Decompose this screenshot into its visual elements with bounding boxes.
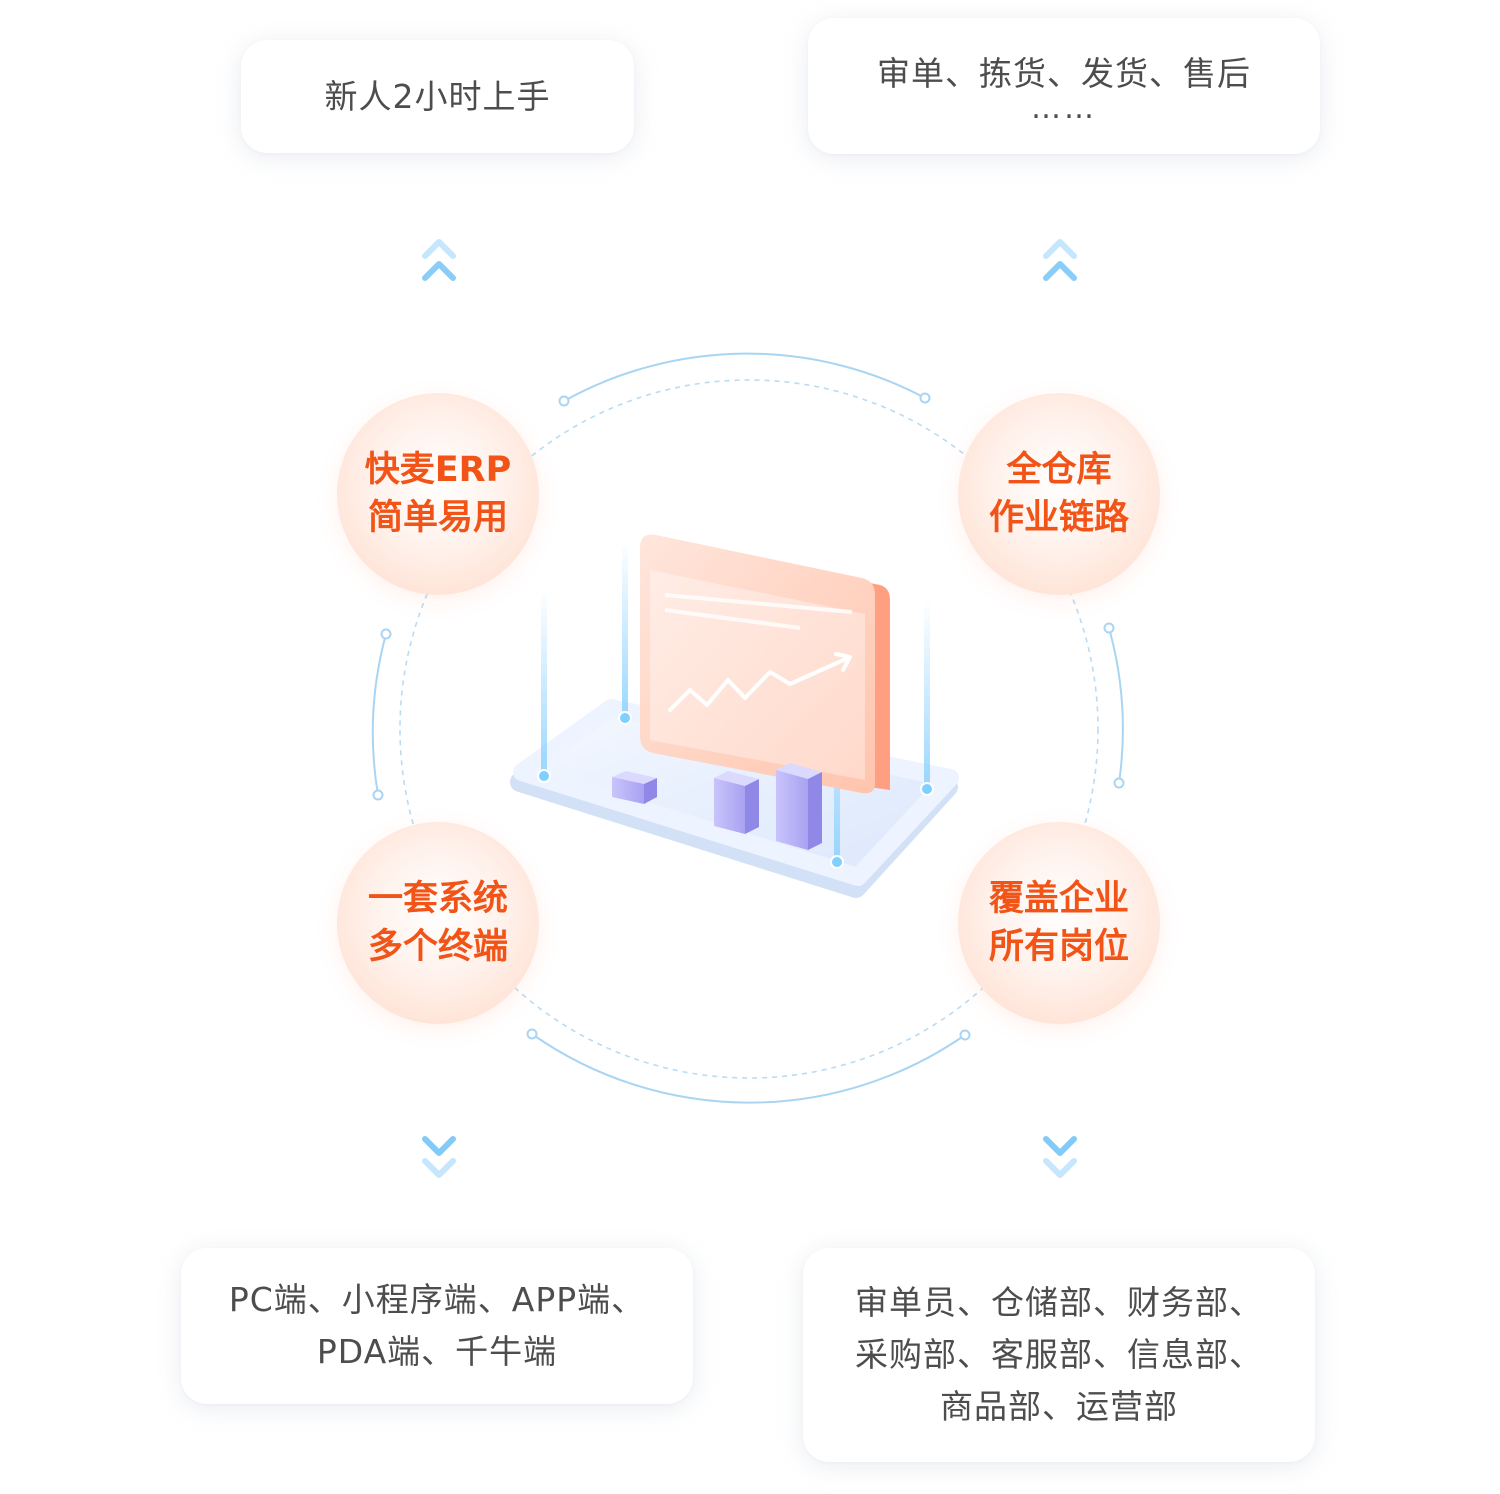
feature-circle-multi-terminal: 一套系统 多个终端 <box>337 822 539 1024</box>
screen-inner <box>650 570 865 780</box>
card-terminals: PC端、小程序端、APP端、 PDA端、千牛端 <box>181 1248 693 1404</box>
card-text: 采购部、客服部、信息部、 <box>855 1335 1263 1374</box>
glow-pole <box>541 590 547 775</box>
card-text: 审单员、仓储部、财务部、 <box>855 1283 1263 1322</box>
card-text: 新人2小时上手 <box>324 76 551 116</box>
glow-pole <box>622 540 628 718</box>
circle-label: 简单易用 <box>367 498 508 538</box>
double-chevron-down-icon <box>1043 1136 1077 1178</box>
card-onboarding: 新人2小时上手 <box>241 40 634 153</box>
card-departments: 审单员、仓储部、财务部、 采购部、客服部、信息部、 商品部、运营部 <box>803 1248 1315 1462</box>
card-text: …… <box>1031 91 1097 126</box>
card-text: 商品部、运营部 <box>940 1387 1178 1426</box>
feature-circle-warehouse-chain: 全仓库 作业链路 <box>958 393 1160 595</box>
circle-label: 全仓库 <box>1006 450 1112 490</box>
double-chevron-up-icon <box>422 239 456 281</box>
trend-arrow-icon <box>834 652 852 672</box>
top-arc <box>563 352 926 402</box>
double-chevron-up-icon <box>1043 239 1077 281</box>
circle-label: 多个终端 <box>367 927 508 967</box>
circle-label: 快麦ERP <box>364 450 512 490</box>
double-chevron-down-icon <box>422 1136 456 1178</box>
bar-small <box>612 771 657 804</box>
card-text: PDA端、千牛端 <box>316 1332 558 1371</box>
feature-circle-easy-to-use: 快麦ERP 简单易用 <box>337 393 539 595</box>
card-text: 审单、拣货、发货、售后 <box>877 54 1251 93</box>
right-arc <box>1108 627 1124 784</box>
trend-line <box>668 656 850 712</box>
bar-large <box>776 763 822 850</box>
card-warehouse-steps: 审单、拣货、发货、售后 …… <box>808 18 1320 154</box>
screen-line <box>664 593 853 614</box>
glow-pole <box>924 600 930 788</box>
screen-line <box>664 608 801 630</box>
bar-medium <box>714 771 759 834</box>
circle-label: 覆盖企业 <box>988 879 1129 919</box>
dashed-ring <box>399 379 1099 1079</box>
glow-dots <box>537 711 934 869</box>
card-text: PC端、小程序端、APP端、 <box>228 1280 646 1319</box>
arc-end-dots <box>372 392 1125 1041</box>
circle-label: 所有岗位 <box>988 927 1129 967</box>
left-arc <box>371 633 387 796</box>
bottom-arc <box>531 1033 966 1104</box>
circle-label: 作业链路 <box>988 498 1129 538</box>
circle-label: 一套系统 <box>367 879 508 919</box>
feature-circle-all-positions: 覆盖企业 所有岗位 <box>958 822 1160 1024</box>
